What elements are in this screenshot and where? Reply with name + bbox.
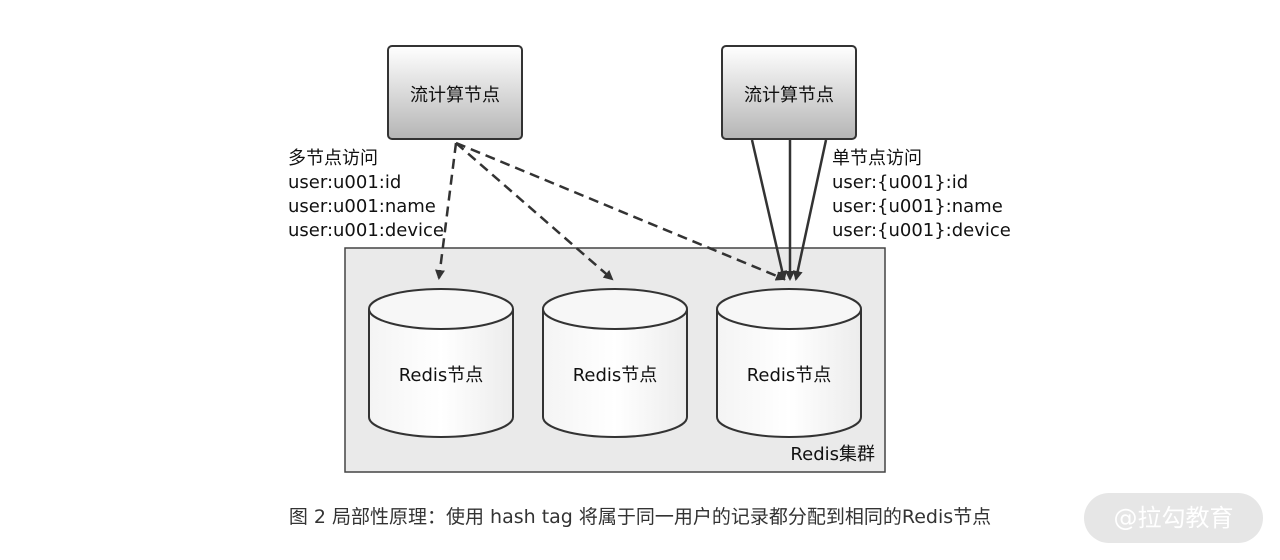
redis-node-label: Redis节点 <box>399 365 484 386</box>
dashed-arrow-to-node-3 <box>455 141 786 281</box>
multi-node-key: user:u001:device <box>288 220 444 241</box>
compute-node-right: 流计算节点 <box>721 45 857 140</box>
single-node-key: user:{u001}:id <box>832 172 968 193</box>
multi-node-annotation: 多节点访问 user:u001:id user:u001:name user:u… <box>288 148 444 241</box>
single-node-arrows <box>750 139 828 281</box>
dashed-arrow-to-node-1 <box>435 142 458 280</box>
multi-node-arrows <box>435 141 786 281</box>
solid-arrow-1 <box>750 139 788 281</box>
single-node-annotation: 单节点访问 user:{u001}:id user:{u001}:name us… <box>832 148 1011 241</box>
single-node-key: user:{u001}:name <box>832 196 1003 217</box>
redis-cluster-label: Redis集群 <box>790 444 875 465</box>
compute-node-left-label: 流计算节点 <box>410 85 500 106</box>
watermark-logo: @拉勾教育 <box>1084 493 1263 543</box>
multi-node-key: user:u001:name <box>288 196 436 217</box>
single-node-title: 单节点访问 <box>832 148 922 169</box>
multi-node-title: 多节点访问 <box>288 148 378 169</box>
redis-node-2: Redis节点 <box>542 288 688 438</box>
redis-node-3: Redis节点 <box>716 288 862 438</box>
compute-node-left: 流计算节点 <box>387 45 523 140</box>
dashed-arrow-to-node-2 <box>455 142 614 281</box>
compute-node-right-label: 流计算节点 <box>744 85 834 106</box>
redis-node-label: Redis节点 <box>747 365 832 386</box>
figure-caption: 图 2 局部性原理：使用 hash tag 将属于同一用户的记录都分配到相同的R… <box>288 506 992 528</box>
solid-arrow-3 <box>792 139 828 281</box>
redis-node-label: Redis节点 <box>573 365 658 386</box>
multi-node-key: user:u001:id <box>288 172 401 193</box>
single-node-key: user:{u001}:device <box>832 220 1011 241</box>
redis-node-1: Redis节点 <box>368 288 514 438</box>
